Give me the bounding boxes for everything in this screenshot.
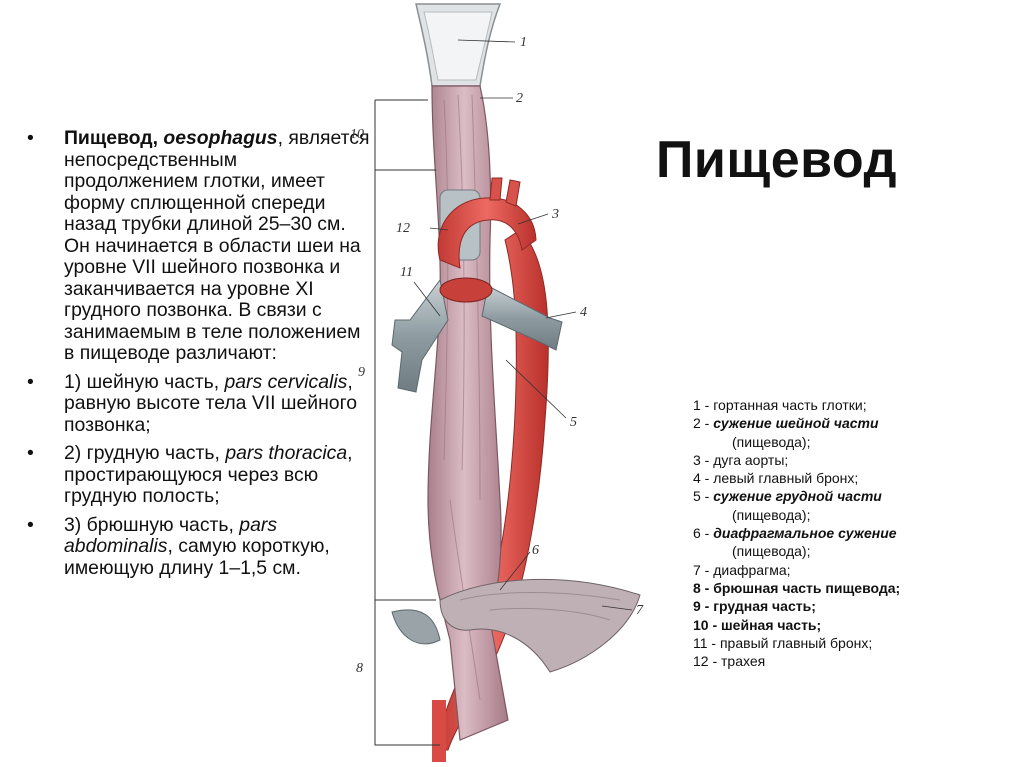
bullet-dot: • [27, 370, 34, 393]
label-2: 2 [516, 91, 523, 106]
leader-lines [413, 39, 633, 611]
label-5: 5 [570, 415, 577, 430]
legend-item-11: 11 - правый главный бронх; [693, 634, 873, 651]
legend-item-10: 10 - шейная часть; [693, 616, 822, 633]
diaphragm-crus [391, 609, 441, 645]
esophagus-fibers [443, 94, 481, 701]
label-4: 4 [580, 305, 587, 320]
legend-item-1: 1 - гортанная часть глотки; [693, 397, 867, 413]
abdominal-a: 3) брюшную часть, [64, 513, 240, 536]
label-10: 10 [350, 127, 364, 142]
legend-term-6: диафрагмальное сужение [713, 525, 897, 542]
legend-item-2-sub: (пищевода); [732, 433, 811, 450]
legend-item-8: 8 - брюшная часть пищевода; [693, 579, 901, 596]
legend-num-6: 6 - [693, 525, 714, 542]
label-3: 3 [551, 207, 559, 222]
thoracic-latin: pars thoracica [225, 442, 348, 464]
legend-item-2: 2 - сужение шейной части [693, 414, 1013, 432]
bullet-abdominal: • 3) брюшную часть, pars abdominalis, са… [24, 513, 376, 580]
label-6: 6 [532, 543, 539, 558]
pharynx-inner [423, 11, 493, 81]
label-7: 7 [636, 603, 644, 618]
legend-item-6: 6 - диафрагмальное сужение [693, 524, 1013, 542]
slide-title: Пищевод [656, 131, 898, 189]
bullet-thoracic: • 2) грудную часть, pars thoracica, прос… [24, 442, 376, 508]
label-11: 11 [400, 265, 413, 280]
legend-term-5: сужение грудной части [713, 488, 882, 505]
aortic-arch [437, 197, 537, 269]
bullet-dot: • [27, 442, 34, 464]
body-text: • Пищевод, oesophagus, является непосред… [24, 127, 376, 586]
legend-item-7: 7 - диафрагма; [693, 561, 791, 578]
aorta-lower [432, 700, 446, 762]
cervical-a: 1) шейную часть, [64, 370, 225, 393]
legend-num-5: 5 - [693, 488, 714, 505]
label-9: 9 [358, 365, 365, 380]
bullet-dot: • [27, 127, 34, 149]
cervical-latin: pars cervicalis [224, 370, 348, 393]
esophagus-diagram: 1 2 3 4 5 6 7 8 9 10 11 12 [350, 3, 644, 762]
intro-text: , является непосредственным продолжением… [64, 127, 370, 364]
bullet-intro: • Пищевод, oesophagus, является непосред… [24, 127, 376, 365]
abdominal-latin: pars abdominalis [64, 513, 278, 557]
legend-num-2: 2 - [693, 415, 714, 432]
label-12: 12 [396, 221, 410, 236]
cervical-b: , равную высоте тела VII шейного позвонк… [64, 370, 358, 436]
term-esophagus: Пищевод, [64, 127, 164, 149]
legend-item-5: 5 - сужение грудной части [693, 487, 1013, 505]
legend-item-3: 3 - дуга аорты; [693, 451, 789, 468]
aorta-cut [439, 277, 493, 303]
legend: 1 - гортанная часть глотки; 2 - сужение … [693, 396, 1013, 670]
legend-item-5-sub: (пищевода); [732, 506, 811, 523]
bullet-cervical: • 1) шейную часть, pars cervicalis, равн… [24, 370, 376, 437]
label-1: 1 [520, 35, 527, 50]
diaphragm-fibers [459, 592, 621, 621]
arch-vessels [489, 177, 521, 207]
bracket-cervical [374, 99, 436, 171]
thoracic-a: 2) грудную часть, [64, 442, 226, 464]
thoracic-b: , простирающуюся через всю грудную полос… [64, 442, 353, 507]
legend-item-6-sub: (пищевода); [732, 543, 811, 560]
diaphragm [439, 578, 641, 673]
legend-term-2: сужение шейной части [713, 415, 879, 432]
term-latin: oesophagus [163, 127, 278, 149]
abdominal-b: , самую короткую, имеющую длину 1–1,5 см… [64, 535, 330, 579]
bullet-dot: • [27, 513, 34, 536]
descending-aorta [435, 229, 549, 751]
legend-item-9: 9 - грудная часть; [693, 598, 816, 615]
left-bronchus [481, 285, 563, 351]
bracket-abdominal [374, 599, 440, 746]
label-8: 8 [356, 661, 363, 676]
legend-item-12: 12 - трахея [693, 653, 766, 670]
legend-item-4: 4 - левый главный бронх; [693, 470, 859, 487]
